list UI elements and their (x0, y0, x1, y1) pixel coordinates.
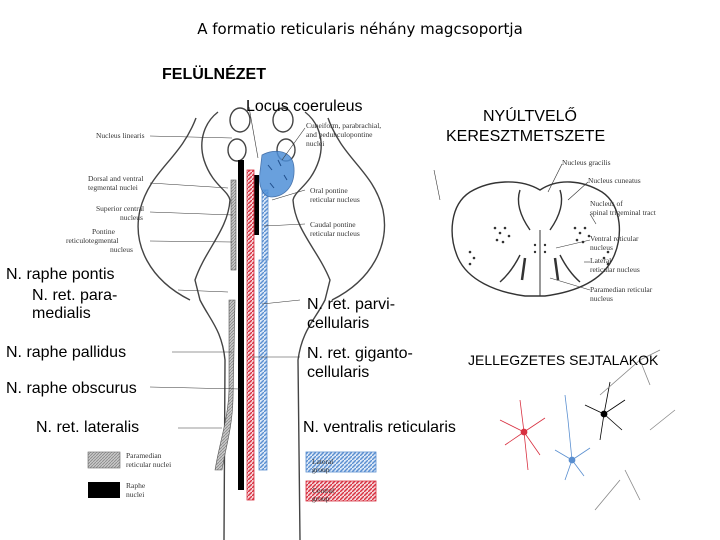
lateral-column-upper (261, 189, 269, 261)
central-column (246, 169, 255, 501)
fig-cuneiform-3: nuclei (306, 139, 325, 148)
fig-nucleus-cuneatus: Nucleus cuneatus (588, 176, 641, 185)
top-view-heading: FELÜLNÉZET (162, 66, 266, 83)
label-ret-paramedialis-2: medialis (32, 305, 91, 322)
fig-nucleus-linearis: Nucleus linearis (96, 131, 145, 140)
cross-section-heading-2: KERESZTMETSZETE (446, 128, 606, 145)
fig-ventral-reticular-1: Ventral reticular (590, 234, 639, 243)
lateral-column-lower (258, 259, 268, 471)
neuron-illustrations (499, 349, 676, 511)
cross-section-heading-1: NYÚLTVELŐ (483, 108, 577, 125)
label-ventralis-reticularis: N. ventralis reticularis (303, 419, 456, 436)
legend-raphe-1: Raphe (126, 481, 146, 490)
fig-cuneiform-2: and pedunculopontine (306, 130, 373, 139)
fig-pontine-retic-3: nucleus (110, 245, 133, 254)
label-gigantocellularis-2: cellularis (307, 364, 370, 381)
fig-dorsal-ventral-2: tegmental nuclei (88, 183, 138, 192)
paramedian-caudal (214, 299, 236, 471)
legend-swatches (87, 451, 377, 502)
fig-superior-central-1: Superior central (96, 204, 145, 213)
fig-paramedian-2: nucleus (590, 294, 613, 303)
label-gigantocellularis-1: N. ret. giganto- (307, 345, 413, 362)
locus-coeruleus-dots (267, 159, 288, 189)
legend-lateral-2: group (312, 465, 330, 474)
fig-paramedian-1: Paramedian reticular (590, 285, 653, 294)
raphe-column-right (254, 175, 259, 235)
paramedian-column (230, 179, 237, 271)
fig-oral-pontine-2: reticular nucleus (310, 195, 360, 204)
label-ret-paramedialis-1: N. ret. para- (32, 287, 118, 304)
medulla-cross-section (451, 181, 621, 297)
raphe-column (238, 160, 244, 490)
fig-nucleus-spinal-2: spinal trigeminal tract (590, 208, 656, 217)
fig-ventral-reticular-2: nucleus (590, 243, 613, 252)
legend-central-1: Central (312, 486, 335, 495)
legend-central-2: group (312, 494, 330, 503)
legend-lateral-1: Lateral (312, 457, 334, 466)
cell-shapes-heading: JELLEGZETES SEJTALAKOK (468, 352, 659, 368)
legend-paramedian-1: Paramedian (126, 451, 162, 460)
medulla-leaders (547, 163, 597, 291)
label-ret-lateralis: N. ret. lateralis (36, 419, 140, 436)
fig-caudal-pontine-2: reticular nucleus (310, 229, 360, 238)
locus-coeruleus-shape (259, 150, 295, 198)
fig-pontine-retic-2: reticulotegmental (66, 236, 119, 245)
page-title: A formatio reticularis néhány magcsoport… (197, 20, 523, 38)
leader-lines (149, 106, 441, 429)
label-parvicellularis-2: cellularis (307, 315, 370, 332)
fig-nucleus-gracilis: Nucleus gracilis (562, 158, 611, 167)
fig-superior-central-2: nucleus (120, 213, 143, 222)
label-locus-coeruleus: Locus coeruleus (246, 98, 363, 115)
legend-paramedian-2: reticular nuclei (126, 460, 172, 469)
fig-lateral-reticular-1: Lateral (590, 256, 612, 265)
label-raphe-obscurus: N. raphe obscurus (6, 380, 137, 397)
fig-lateral-reticular-2: reticular nucleus (590, 265, 640, 274)
label-parvicellularis-1: N. ret. parvi- (307, 296, 396, 313)
medulla-nuclei-dots (468, 226, 610, 266)
brainstem-outline (137, 107, 386, 540)
fig-nucleus-spinal-1: Nucleus of (590, 199, 623, 208)
label-raphe-pallidus: N. raphe pallidus (6, 344, 127, 361)
fig-oral-pontine-1: Oral pontine (310, 186, 348, 195)
fig-cuneiform-1: Cuneiform, parabrachial, (306, 121, 382, 130)
label-raphe-pontis: N. raphe pontis (6, 266, 115, 283)
fig-dorsal-ventral-1: Dorsal and ventral (88, 174, 144, 183)
fig-pontine-retic-1: Pontine (92, 227, 115, 236)
fig-caudal-pontine-1: Caudal pontine (310, 220, 356, 229)
legend-raphe-2: nuclei (126, 490, 145, 499)
